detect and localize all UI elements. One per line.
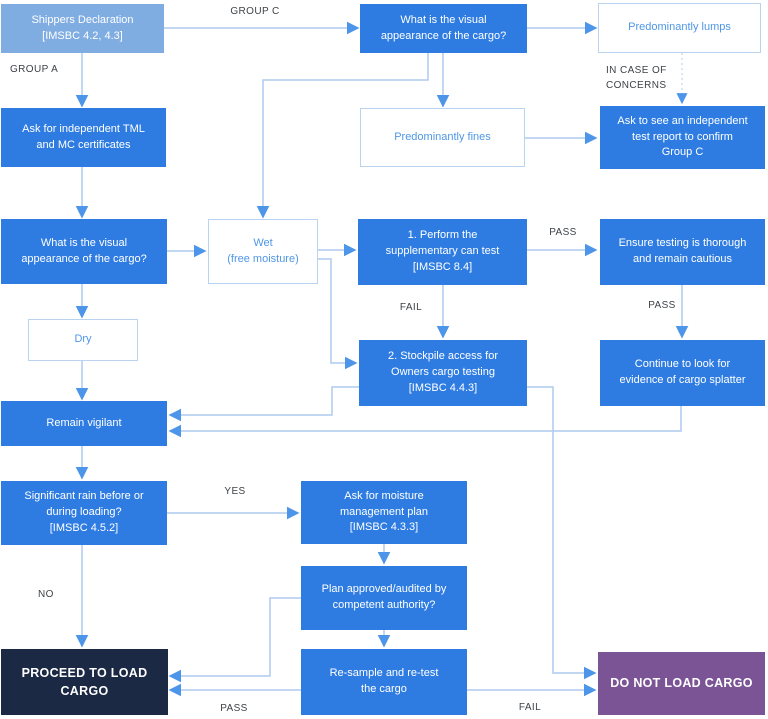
node-supplementary-can-test: 1. Perform the supplementary can test [I… bbox=[358, 219, 527, 285]
node-resample-retest: Re-sample and re-test the cargo bbox=[301, 649, 467, 715]
node-shippers-declaration: Shippers Declaration [IMSBC 4.2, 4.3] bbox=[1, 4, 164, 53]
edge-plan-approved-to-proceed bbox=[168, 597, 301, 683]
edge-label-pass-retest: PASS bbox=[220, 703, 248, 714]
node-stockpile-access: 2. Stockpile access for Owners cargo tes… bbox=[359, 340, 527, 406]
edge-label-pass-ensure: PASS bbox=[648, 300, 676, 311]
edge-stockpile-to-do-not-load bbox=[527, 386, 597, 680]
node-visual-appearance-2: What is the visual appearance of the car… bbox=[1, 219, 167, 284]
node-continue-look-splatter: Continue to look for evidence of cargo s… bbox=[600, 340, 765, 406]
edge-wet-to-stockpile bbox=[318, 258, 358, 370]
edge-continue-to-remain-vigilant bbox=[168, 406, 682, 438]
node-moisture-management-plan: Ask for moisture management plan [IMSBC … bbox=[301, 481, 467, 544]
edge-label-fail-can-test: FAIL bbox=[399, 302, 423, 313]
node-wet: Wet (free moisture) bbox=[208, 219, 318, 284]
node-predominantly-lumps: Predominantly lumps bbox=[598, 3, 761, 53]
edge-label-fail-retest: FAIL bbox=[518, 702, 542, 713]
node-visual-appearance-top: What is the visual appearance of the car… bbox=[360, 4, 527, 53]
edge-label-no-rain: NO bbox=[38, 589, 54, 600]
edge-label-pass-can-test: PASS bbox=[549, 227, 577, 238]
node-ask-tml-mc-certificates: Ask for independent TML and MC certifica… bbox=[1, 108, 166, 167]
edge-label-yes-rain: YES bbox=[224, 486, 246, 497]
node-plan-approved: Plan approved/audited by competent autho… bbox=[301, 566, 467, 630]
node-remain-vigilant: Remain vigilant bbox=[1, 401, 167, 446]
edge-label-group-a: GROUP A bbox=[10, 64, 59, 75]
node-proceed-to-load: PROCEED TO LOAD CARGO bbox=[1, 649, 168, 715]
edge-label-group-c: GROUP C bbox=[230, 6, 280, 17]
node-significant-rain: Significant rain before or during loadin… bbox=[1, 481, 167, 545]
node-ask-test-report: Ask to see an independent test report to… bbox=[600, 106, 765, 169]
edge-label-in-case-of-concerns: IN CASE OF CONCERNS bbox=[606, 65, 667, 91]
node-do-not-load: DO NOT LOAD CARGO bbox=[598, 652, 765, 715]
edge-stockpile-to-remain-vigilant bbox=[168, 386, 359, 422]
node-ensure-testing-thorough: Ensure testing is thorough and remain ca… bbox=[600, 219, 765, 285]
node-dry: Dry bbox=[28, 319, 138, 361]
node-predominantly-fines: Predominantly fines bbox=[360, 108, 525, 167]
